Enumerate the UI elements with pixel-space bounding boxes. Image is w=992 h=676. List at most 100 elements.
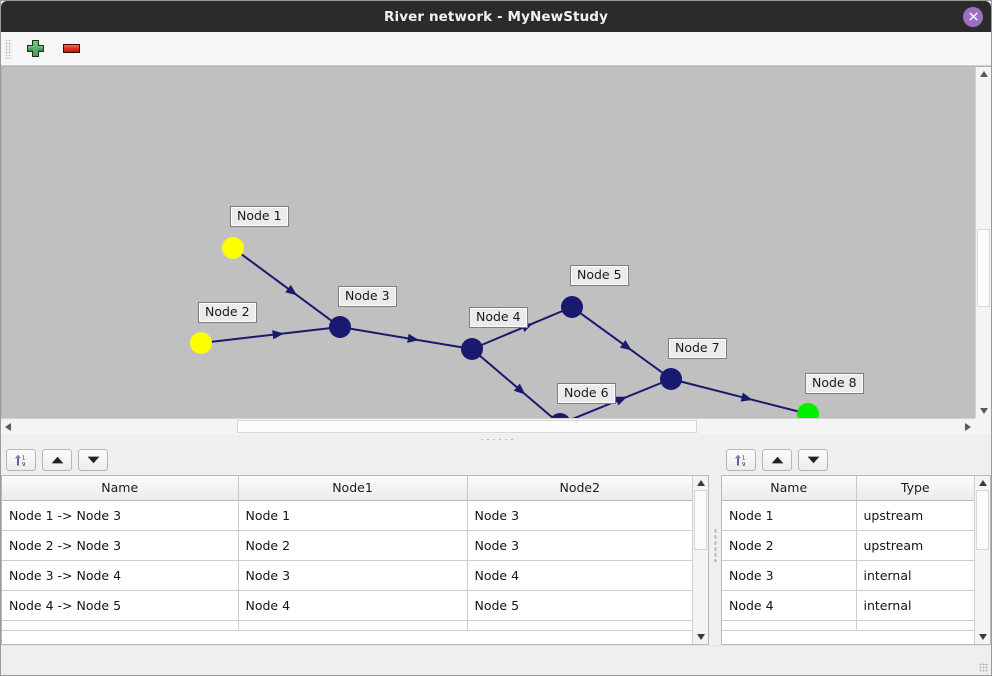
- table-cell[interactable]: Node 4: [238, 590, 468, 621]
- table-cell[interactable]: Node 4: [722, 590, 857, 621]
- scroll-up-arrow[interactable]: [976, 67, 991, 81]
- table-cell[interactable]: Node 2 -> Node 3: [2, 530, 239, 561]
- node-label[interactable]: Node 8: [805, 373, 864, 394]
- reaches-move-up-button[interactable]: [42, 449, 72, 471]
- table-cell[interactable]: [238, 620, 468, 631]
- toolbar-grip[interactable]: [5, 38, 12, 59]
- caret-up-icon: [978, 480, 987, 486]
- graph-node[interactable]: [190, 332, 212, 354]
- scroll-track-horizontal[interactable]: [15, 419, 961, 434]
- table-cell[interactable]: Node 3: [467, 500, 693, 531]
- canvas-horizontal-scrollbar[interactable]: [1, 418, 975, 434]
- scroll-track-vertical[interactable]: [976, 81, 991, 404]
- reaches-scroll-thumb[interactable]: [694, 490, 708, 550]
- nodes-vertical-scrollbar[interactable]: [974, 476, 990, 644]
- node-label[interactable]: Node 5: [570, 265, 629, 286]
- edge[interactable]: [478, 354, 554, 418]
- reaches-scroll-down-arrow[interactable]: [693, 630, 708, 644]
- graph-node[interactable]: [222, 237, 244, 259]
- nodes-scroll-thumb[interactable]: [976, 490, 989, 550]
- node-label[interactable]: Node 2: [198, 302, 257, 323]
- table-cell[interactable]: Node 3: [238, 560, 468, 591]
- graph-node[interactable]: [561, 296, 583, 318]
- table-cell[interactable]: upstream: [856, 530, 974, 561]
- graph-node[interactable]: [329, 316, 351, 338]
- graph-node[interactable]: [549, 413, 571, 418]
- nodes-move-up-button[interactable]: [762, 449, 792, 471]
- table-cell[interactable]: [2, 620, 239, 631]
- column-header[interactable]: Node1: [238, 476, 468, 501]
- table-cell[interactable]: [856, 620, 974, 631]
- triangle-down-icon: [87, 456, 99, 464]
- graph-node[interactable]: [660, 368, 682, 390]
- column-header[interactable]: Type: [856, 476, 974, 501]
- horizontal-splitter[interactable]: [1, 434, 991, 445]
- graph-node[interactable]: [461, 338, 483, 360]
- column-header[interactable]: Name: [2, 476, 239, 501]
- table-cell[interactable]: Node 4 -> Node 5: [2, 590, 239, 621]
- node-label[interactable]: Node 3: [338, 286, 397, 307]
- scroll-thumb-horizontal[interactable]: [237, 420, 697, 433]
- table-row[interactable]: [2, 620, 693, 631]
- edge[interactable]: [349, 327, 463, 349]
- scroll-right-arrow[interactable]: [961, 419, 975, 434]
- graph-node[interactable]: [797, 403, 819, 418]
- table-cell[interactable]: Node 1: [722, 500, 857, 531]
- node-label[interactable]: Node 1: [230, 206, 289, 227]
- scroll-left-arrow[interactable]: [1, 419, 15, 434]
- table-cell[interactable]: Node 1: [238, 500, 468, 531]
- reaches-move-down-button[interactable]: [78, 449, 108, 471]
- table-cell[interactable]: Node 3: [722, 560, 857, 591]
- nodes-scroll-up-arrow[interactable]: [975, 476, 990, 490]
- edge[interactable]: [680, 380, 799, 413]
- table-cell[interactable]: [722, 620, 857, 631]
- close-button[interactable]: [963, 6, 983, 27]
- edge[interactable]: [210, 327, 331, 343]
- node-label[interactable]: Node 4: [469, 307, 528, 328]
- edge-arrow-icon: [740, 392, 753, 402]
- nodes-sort-button[interactable]: 1 9: [726, 449, 756, 471]
- nodes-scroll-down-arrow[interactable]: [975, 630, 990, 644]
- table-cell[interactable]: Node 2: [722, 530, 857, 561]
- add-node-button[interactable]: [22, 36, 48, 62]
- reaches-scroll-up-arrow[interactable]: [693, 476, 708, 490]
- vertical-splitter[interactable]: [709, 445, 721, 645]
- table-cell[interactable]: Node 4: [467, 560, 693, 591]
- node-label[interactable]: Node 6: [557, 383, 616, 404]
- table-cell[interactable]: Node 5: [467, 590, 693, 621]
- column-header[interactable]: Node2: [467, 476, 693, 501]
- nodes-scroll-track[interactable]: [975, 490, 990, 630]
- remove-node-button[interactable]: [58, 36, 84, 62]
- node-label[interactable]: Node 7: [668, 338, 727, 359]
- table-cell[interactable]: Node 2: [238, 530, 468, 561]
- table-cell[interactable]: Node 1 -> Node 3: [2, 500, 239, 531]
- network-canvas[interactable]: Node 1 Node 2 Node 3 Node 4 Node 5 Node 6 Node…: [1, 66, 975, 418]
- edge[interactable]: [240, 253, 333, 322]
- canvas-vertical-scrollbar[interactable]: [975, 66, 991, 418]
- table-cell[interactable]: internal: [856, 560, 974, 591]
- nodes-move-down-button[interactable]: [798, 449, 828, 471]
- table-cell[interactable]: Node 3 -> Node 4: [2, 560, 239, 591]
- column-header[interactable]: Name: [722, 476, 857, 501]
- reaches-sort-button[interactable]: 1 9: [6, 449, 36, 471]
- reaches-vertical-scrollbar[interactable]: [692, 476, 708, 644]
- resize-grip-icon[interactable]: [979, 663, 988, 672]
- scroll-thumb-vertical[interactable]: [977, 229, 990, 307]
- reaches-scroll-track[interactable]: [693, 490, 708, 630]
- table-cell[interactable]: upstream: [856, 500, 974, 531]
- edge[interactable]: [579, 312, 664, 374]
- table-cell[interactable]: internal: [856, 590, 974, 621]
- edge[interactable]: [480, 309, 564, 347]
- table-cell[interactable]: [467, 620, 693, 631]
- scroll-down-arrow[interactable]: [976, 404, 991, 418]
- table-row[interactable]: [722, 620, 974, 631]
- table-cell[interactable]: Node 3: [467, 530, 693, 561]
